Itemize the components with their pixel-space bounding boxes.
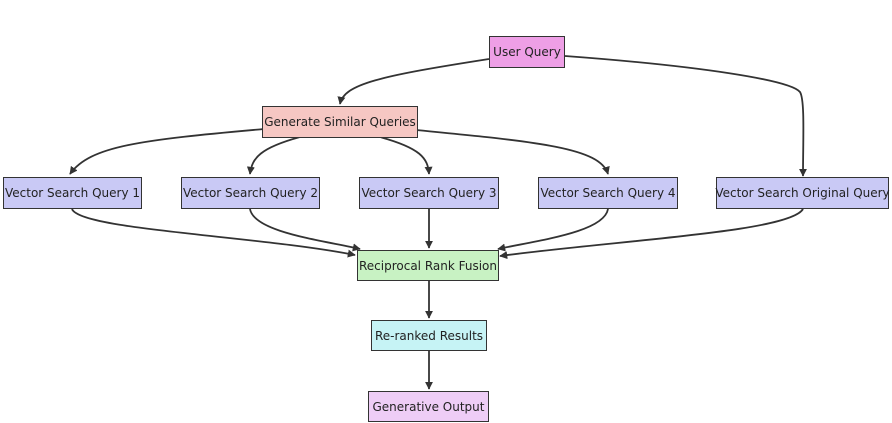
node-vector-search-query-4: Vector Search Query 4 [538,177,678,209]
edge-generate-similar-to-vs-query-2 [246,136,301,175]
node-vector-search-query-3: Vector Search Query 3 [359,177,499,209]
edge-generate-similar-to-vs-query-3 [379,136,433,175]
node-generate-similar-queries: Generate Similar Queries [262,106,418,138]
edge-user-query-to-generate-similar [337,58,490,105]
edge-vs-query-1-to-rrf [71,208,356,258]
node-generative-output: Generative Output [368,391,489,422]
node-vector-search-query-1: Vector Search Query 1 [3,177,142,209]
edge-user-query-to-vs-original [564,55,808,177]
edge-vs-original-to-rrf [499,208,804,260]
node-reciprocal-rank-fusion: Reciprocal Rank Fusion [357,250,499,281]
node-user-query: User Query [489,36,565,68]
edge-vs-query-2-to-rrf [249,208,361,252]
edge-generate-similar-to-vs-query-4 [415,129,610,175]
edge-generate-similar-to-vs-query-1 [69,128,265,175]
edge-vs-query-4-to-rrf [497,208,609,252]
node-re-ranked-results: Re-ranked Results [371,320,487,351]
node-vector-search-original-query: Vector Search Original Query [715,177,890,209]
node-vector-search-query-2: Vector Search Query 2 [181,177,320,209]
